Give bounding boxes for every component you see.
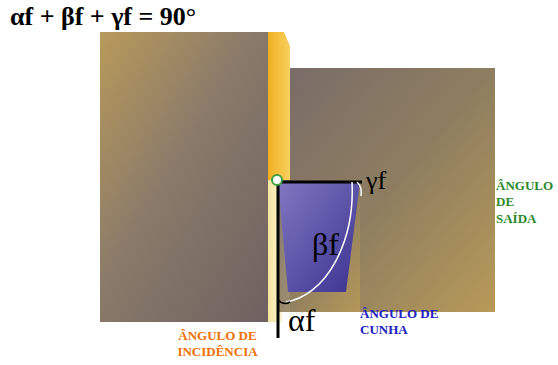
angle-symbol: αf: [288, 302, 315, 339]
reference-line: [278, 181, 362, 184]
chip-contact: [268, 32, 290, 180]
angle-name: ÂNGULO DE INCIDÊNCIA: [160, 328, 275, 361]
workpiece: [100, 32, 272, 322]
angle-name: ÂNGULO DE CUNHA: [360, 306, 440, 339]
tool-tip: [272, 175, 282, 185]
beta-arc: [286, 182, 352, 302]
angle-symbol: γf: [366, 166, 386, 196]
angle-name: ÂNGULO DE SAÍDA: [496, 178, 556, 227]
angle-symbol: βf: [312, 226, 339, 263]
angle-formula: αf + βf + γf = 90°: [10, 2, 196, 32]
tool-wedge: [278, 182, 360, 292]
chip-block-lower: [278, 180, 360, 312]
reference-line: [277, 182, 280, 338]
gamma-arc: [357, 182, 361, 196]
